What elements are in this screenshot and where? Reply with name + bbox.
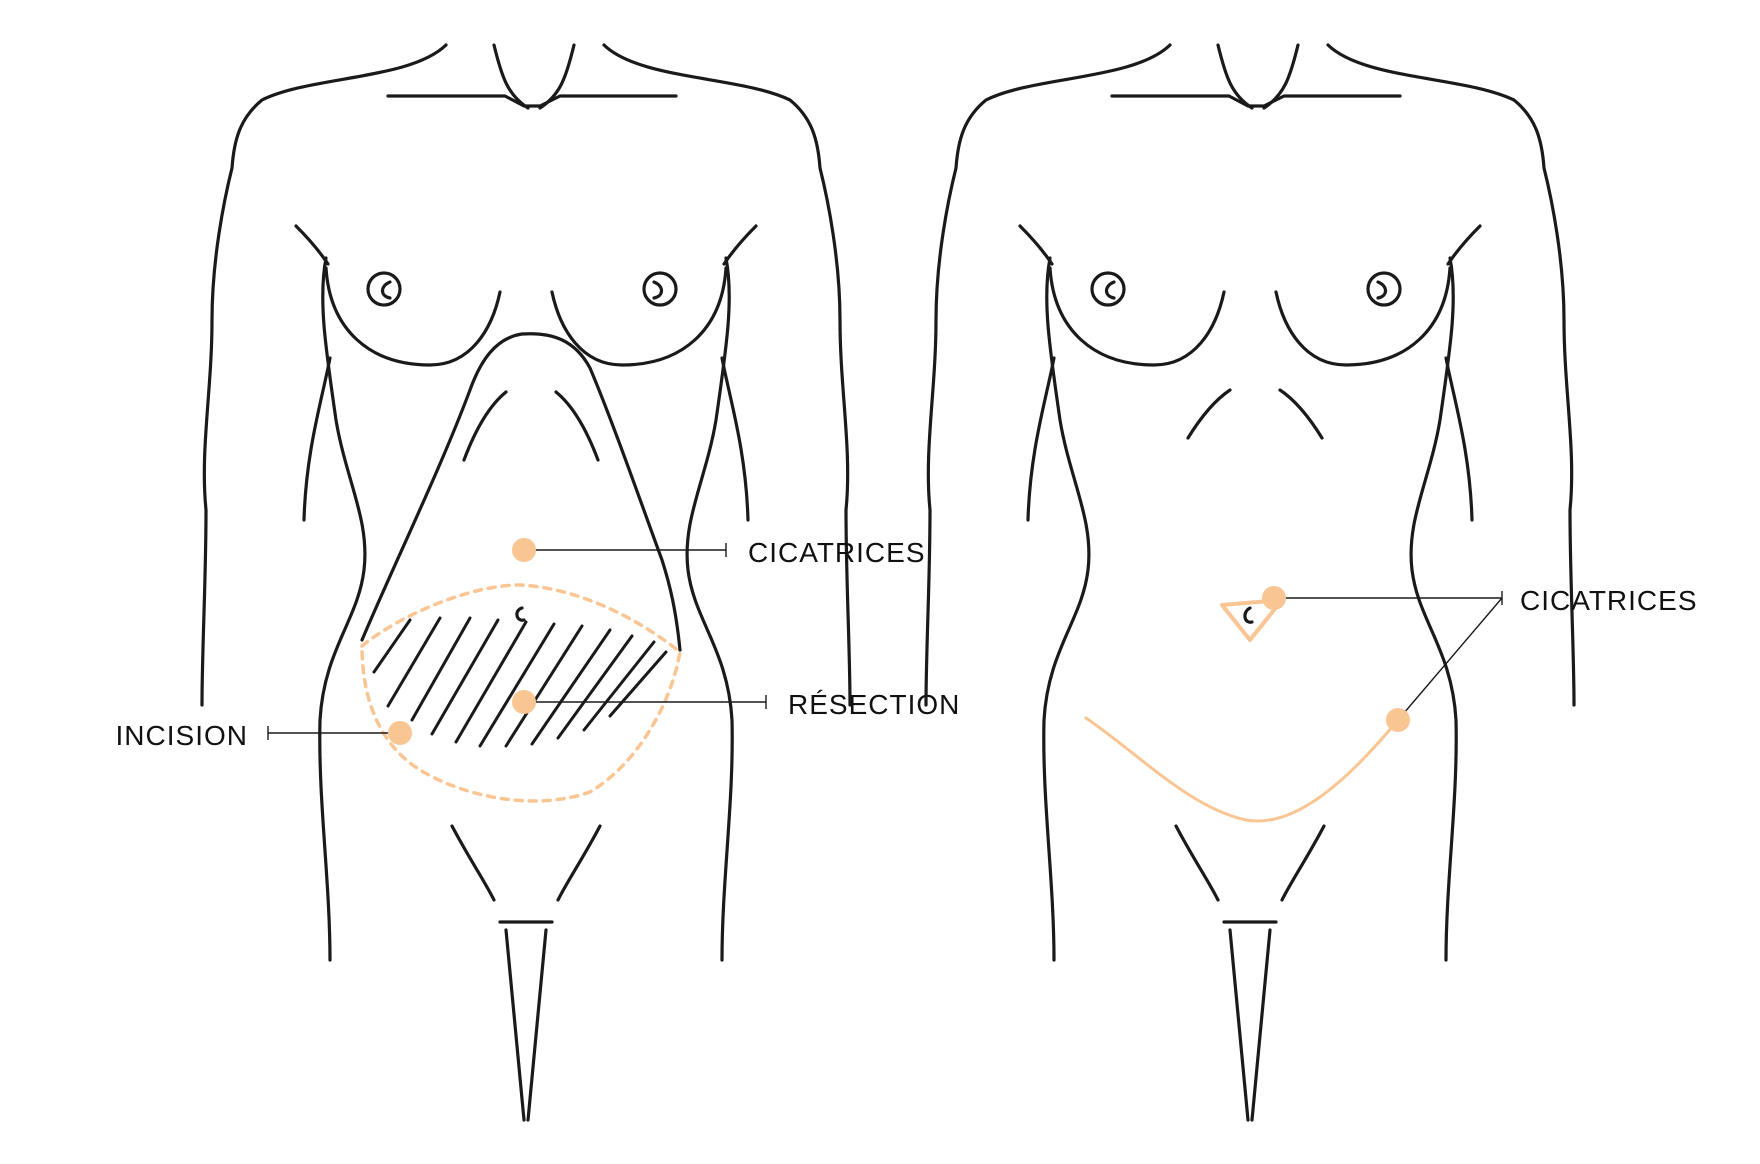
right-groin-line <box>556 824 602 902</box>
navel-mark <box>1243 606 1254 624</box>
inner-thigh-left <box>504 928 526 1122</box>
marker-cicatrices-before <box>512 538 536 562</box>
rib-left-contour <box>462 390 508 462</box>
inner-thigh-right <box>1250 928 1272 1122</box>
rib-right-contour <box>554 390 600 462</box>
left-torso-side <box>1042 256 1091 962</box>
right-armpit-fold <box>1446 224 1482 266</box>
label-cicatrices-before: CICATRICES <box>748 537 926 568</box>
left-torso-side <box>318 256 367 962</box>
left-inner-arm <box>1026 356 1056 522</box>
right-nipple <box>642 271 678 307</box>
right-inner-arm <box>720 356 750 522</box>
left-nipple <box>366 271 402 307</box>
left-nipple <box>1090 271 1126 307</box>
left-groin-line <box>1174 824 1220 902</box>
skin-flap-outline <box>360 332 682 652</box>
left-armpit-fold <box>294 224 330 266</box>
left-nipple-mark <box>380 280 392 300</box>
label-cicatrices-after: CICATRICES <box>1520 585 1698 616</box>
abdominal-scar <box>1084 716 1400 823</box>
incision-outline <box>360 583 682 803</box>
clavicle-line <box>386 94 678 108</box>
left-nipple-mark <box>1104 280 1116 300</box>
right-torso-side <box>685 256 734 962</box>
after-leader-lines <box>1274 591 1503 721</box>
label-incision: INCISION <box>116 720 248 751</box>
right-armpit-fold <box>722 224 758 266</box>
before-leader-lines <box>267 543 767 740</box>
right-nipple-mark <box>652 280 664 300</box>
inner-thigh-right <box>526 928 548 1122</box>
marker-abdominal-scar <box>1386 708 1410 732</box>
navel-mark <box>515 606 526 622</box>
left-breast-curve <box>1048 266 1226 367</box>
inner-thigh-left <box>1228 928 1250 1122</box>
right-breast-curve <box>1274 266 1452 367</box>
figure-before <box>200 43 852 1122</box>
left-breast-curve <box>324 266 502 367</box>
resection-hatching <box>372 616 668 748</box>
left-shoulder-arm <box>924 43 1172 707</box>
rib-right-contour <box>1278 388 1324 440</box>
clavicle-line <box>1110 94 1402 108</box>
right-inner-arm <box>1444 356 1474 522</box>
right-breast-curve <box>550 266 728 367</box>
marker-resection <box>512 690 536 714</box>
left-shoulder-arm <box>200 43 448 707</box>
right-nipple-mark <box>1376 280 1388 300</box>
right-shoulder-arm <box>1326 43 1576 707</box>
right-torso-side <box>1409 256 1458 962</box>
label-resection: RÉSECTION <box>788 689 960 720</box>
left-groin-line <box>450 824 496 902</box>
umbilical-scar <box>1220 598 1284 642</box>
figure-after <box>924 43 1576 1122</box>
right-shoulder-arm <box>602 43 852 707</box>
left-armpit-fold <box>1018 224 1054 266</box>
right-groin-line <box>1280 824 1326 902</box>
right-nipple <box>1366 271 1402 307</box>
marker-umbilical-scar <box>1262 586 1286 610</box>
rib-left-contour <box>1186 388 1232 440</box>
left-inner-arm <box>302 356 332 522</box>
marker-incision <box>388 721 412 745</box>
